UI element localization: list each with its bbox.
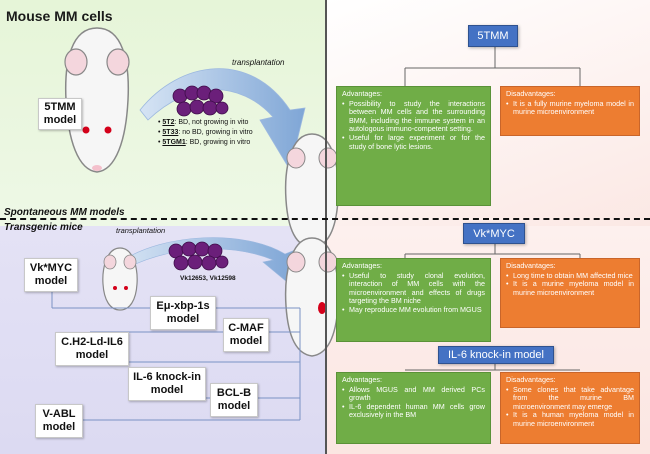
vkmyc-disadvantages-box: Disadvantages: Long time to obtain MM af… [500, 258, 640, 328]
il6-knockin-model-box: IL-6 knock-in model [128, 367, 206, 401]
cmaf-model-box: C-MAF model [223, 318, 269, 352]
vkmyc-header: Vk*MYC [463, 223, 525, 244]
5tmm-advantages-box: Advantages: Possibility to study the int… [336, 86, 491, 206]
disadvantages-heading: Disadvantages: [506, 261, 556, 270]
xbp1s-model-box: Eμ-xbp-1s model [150, 296, 216, 330]
advantage-item: IL-6 dependent human MM cells grow exclu… [342, 402, 485, 420]
mouse-illustration-top [64, 27, 130, 173]
5tmm-model-box: 5TMM model [38, 98, 82, 130]
il6-knockin-header: IL-6 knock-in model [438, 346, 554, 364]
disadvantage-item: Some clones that take advantage from the… [506, 385, 634, 412]
mm-cells-cluster-bottom [168, 241, 229, 271]
spontaneous-label: Spontaneous MM models [4, 207, 125, 218]
disadvantage-item: It is a human myeloma model in murine mi… [506, 411, 634, 428]
transgenic-label: Transgenic mice [4, 222, 83, 233]
mm-cells-cluster-top [172, 85, 229, 117]
vk-cell-labels: Vk12653, Vk12598 [180, 275, 236, 282]
advantages-heading: Advantages: [342, 261, 382, 270]
il6-advantages-box: Advantages: Allows MGUS and MM derived P… [336, 372, 491, 444]
strain-5t33: • 5T33: no BD, growing in vitro [158, 129, 253, 136]
advantage-item: Useful to study clonal evolution, intera… [342, 271, 485, 306]
strain-list: • 5T2: BD, not growing in vito • 5T33: n… [158, 118, 293, 148]
transplantation-label-bottom: transplantation [116, 226, 166, 235]
advantages-heading: Advantages: [342, 375, 382, 384]
strain-5t2: • 5T2: BD, not growing in vito [158, 119, 249, 126]
advantage-item: May reproduce MM evolution from MGUS [342, 305, 485, 315]
advantage-item: Useful for large experiment or for the s… [342, 133, 485, 151]
right-connectors [404, 47, 581, 371]
disadvantages-heading: Disadvantages: [506, 375, 556, 384]
advantage-item: Possibility to study the interactions be… [342, 99, 485, 134]
disadvantage-item: Long time to obtain MM affected mice [506, 271, 634, 281]
transplantation-label-top: transplantation [232, 58, 285, 67]
vkmyc-advantages-box: Advantages: Useful to study clonal evolu… [336, 258, 491, 342]
disadvantages-heading: Disadvantages: [506, 89, 556, 98]
5tmm-disadvantages-box: Disadvantages: It is a fully murine myel… [500, 86, 640, 136]
advantage-item: Allows MGUS and MM derived PCs growth [342, 385, 485, 403]
mouse-illustration-small [102, 247, 138, 311]
il6-disadvantages-box: Disadvantages: Some clones that take adv… [500, 372, 640, 444]
vabl-model-box: V-ABL model [35, 404, 83, 438]
section-divider [0, 218, 650, 220]
center-divider [325, 0, 327, 454]
panel-title: Mouse MM cells [6, 8, 113, 24]
h2-ld-il6-model-box: C.H2-Ld-IL6 model [55, 332, 129, 366]
bclb-model-box: BCL-B model [210, 383, 258, 417]
advantages-heading: Advantages: [342, 89, 382, 98]
strain-5tgm1: • 5TGM1: BD, growing in vitro [158, 139, 251, 146]
vkmyc-model-box: Vk*MYC model [24, 258, 78, 292]
5tmm-header: 5TMM [468, 25, 518, 47]
disadvantage-item: It is a fully murine myeloma model in mu… [506, 99, 634, 117]
disadvantage-item: It is a murine myeloma model in murine m… [506, 279, 634, 297]
